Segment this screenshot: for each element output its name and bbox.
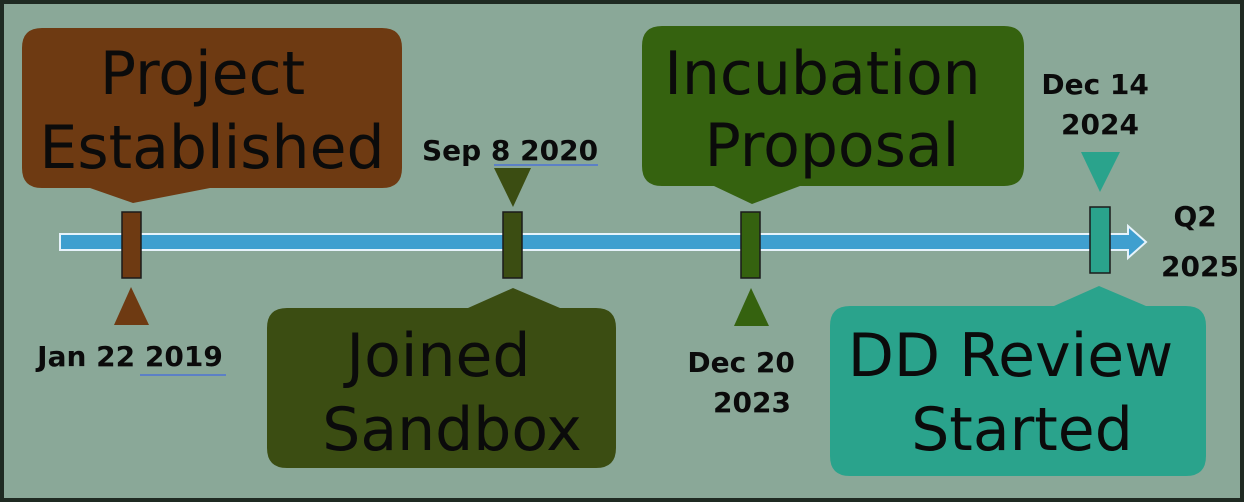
- triangle-marker-incubation-proposal: [734, 288, 769, 326]
- callout-project-established: [22, 28, 402, 203]
- date-line-2: 2023: [713, 386, 791, 419]
- date-line-1: Sep 8 2020: [422, 134, 598, 167]
- tick-joined-sandbox: [502, 211, 523, 279]
- milestone-incubation-proposal: Incubation Proposal Dec 20 2023: [642, 26, 1024, 419]
- callout-joined-sandbox: [267, 288, 616, 468]
- triangle-marker-joined-sandbox: [494, 168, 531, 207]
- callout-label-project-established: Project Established: [39, 39, 384, 183]
- callout-line-1: DD Review: [848, 321, 1174, 391]
- milestone-joined-sandbox: Sep 8 2020 Joined Sandbox: [267, 134, 616, 468]
- date-joined-sandbox: Sep 8 2020: [422, 134, 598, 167]
- date-line-1: Dec 20: [687, 346, 795, 379]
- milestone-project-established: Project Established Jan 22 2019: [22, 28, 402, 376]
- callout-line-1: Project: [100, 39, 305, 109]
- date-dd-review-started: Dec 14 2024: [1041, 68, 1158, 141]
- end-label-line-1: Q2: [1173, 200, 1216, 233]
- date-line-1: Jan 22 2019: [35, 340, 223, 373]
- callout-line-2: Sandbox: [322, 395, 581, 465]
- tick-dd-review-started: [1089, 206, 1111, 274]
- date-incubation-proposal: Dec 20 2023: [687, 346, 804, 419]
- callout-label-dd-review-started: DD Review Started: [848, 321, 1193, 465]
- callout-dd-review-started: [830, 286, 1206, 476]
- triangle-marker-project-established: [114, 287, 149, 325]
- callout-label-joined-sandbox: Joined Sandbox: [322, 321, 581, 465]
- date-line-1: Dec 14: [1041, 68, 1149, 101]
- tick-project-established: [121, 211, 142, 279]
- end-label-line-2: 2025: [1161, 250, 1239, 283]
- tick-incubation-proposal: [740, 211, 761, 279]
- date-line-2: 2024: [1061, 108, 1139, 141]
- triangle-marker-dd-review-started: [1081, 152, 1120, 192]
- callout-line-2: Proposal: [705, 111, 960, 181]
- timeline-end-label: Q2 2025: [1161, 200, 1239, 283]
- callout-line-1: Incubation: [664, 39, 981, 109]
- callout-label-incubation-proposal: Incubation Proposal: [664, 39, 1000, 181]
- timeline-arrow: [59, 223, 1148, 261]
- milestone-dd-review-started: Dec 14 2024 DD Review Started: [830, 68, 1206, 476]
- callout-line-2: Started: [911, 395, 1133, 465]
- callout-incubation-proposal: [642, 26, 1024, 204]
- date-project-established: Jan 22 2019: [35, 340, 223, 373]
- callout-line-2: Established: [39, 113, 384, 183]
- callout-line-1: Joined: [342, 321, 530, 391]
